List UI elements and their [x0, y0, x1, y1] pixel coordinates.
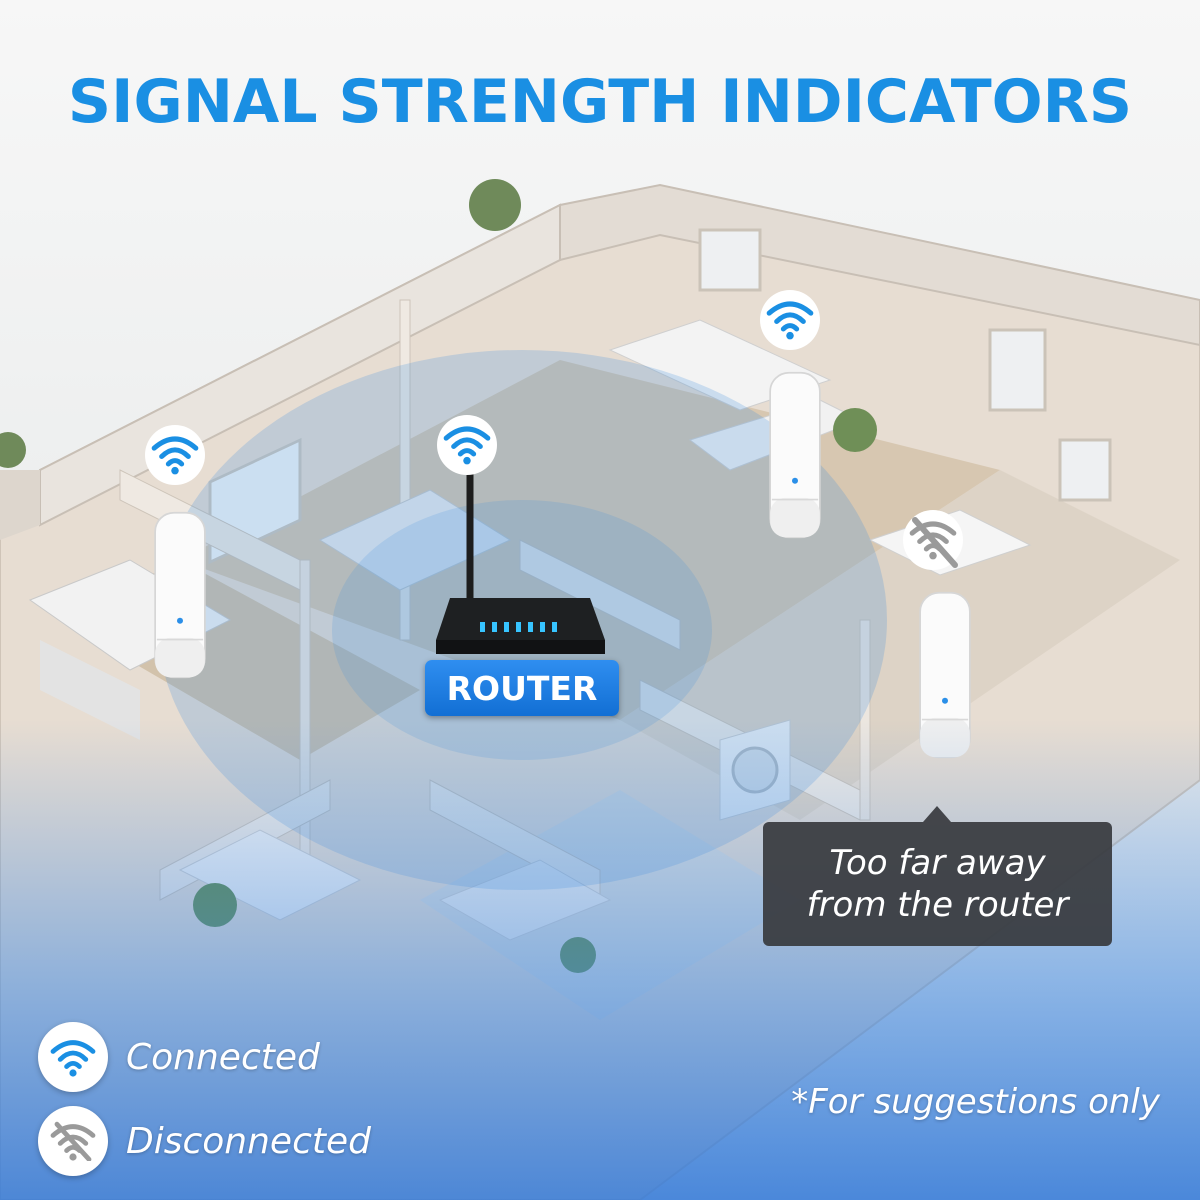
callout-pointer [923, 806, 951, 822]
wifi-connected-icon [38, 1022, 108, 1092]
legend-disconnected-label: Disconnected [126, 1120, 371, 1162]
wifi-disconnected-icon [38, 1106, 108, 1176]
router-badge: ROUTER [425, 660, 619, 716]
router-device [436, 466, 605, 654]
callout-line-2: from the router [806, 885, 1069, 925]
legend-connected-label: Connected [126, 1036, 320, 1078]
page-title: SIGNAL STRENGTH INDICATORS [67, 67, 1133, 137]
legend-disconnected: Disconnected [38, 1106, 371, 1176]
callout-line-1: Too far away [829, 843, 1046, 883]
footnote: *For suggestions only [791, 1082, 1160, 1122]
legend-connected: Connected [38, 1022, 320, 1092]
too-far-callout: Too far away from the router [763, 822, 1112, 946]
